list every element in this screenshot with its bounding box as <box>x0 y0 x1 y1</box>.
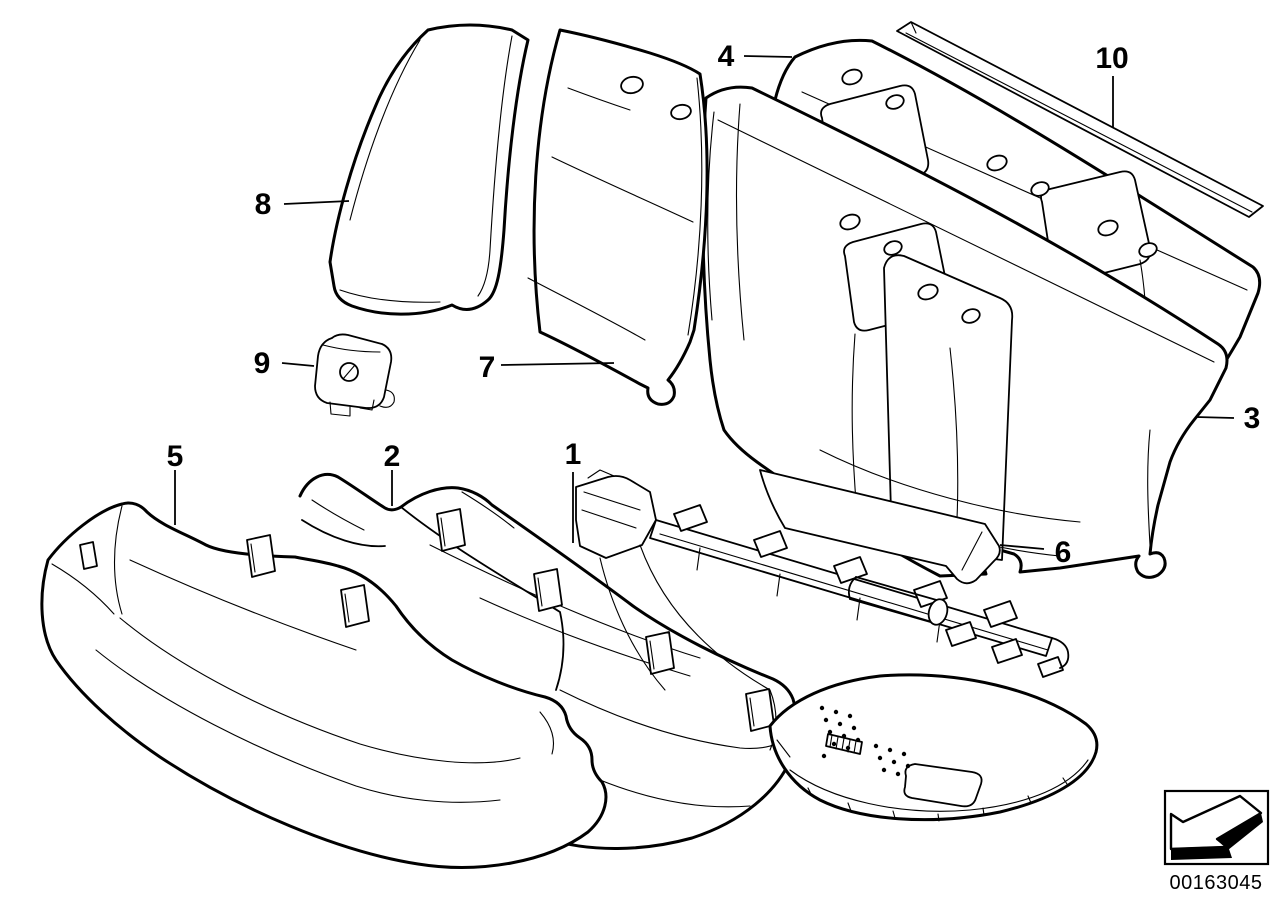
part7-details <box>527 75 703 341</box>
headrest-guide-hole <box>839 213 861 231</box>
part-8-side-bolster-drawing <box>328 23 530 316</box>
leader-line-8 <box>283 200 350 205</box>
callout-10[interactable]: 10 <box>1095 42 1129 128</box>
callout-3[interactable]: 3 <box>1195 402 1261 435</box>
headrest-guide-hole <box>1097 219 1119 237</box>
headrest-guide-hole <box>620 75 644 95</box>
callout-5[interactable]: 5 <box>167 440 184 525</box>
part-3-backrest-cover-front-drawing <box>701 85 1229 579</box>
part-10-trim-strip-drawing <box>896 21 1264 218</box>
image-id-plate: 00163045 <box>1163 789 1270 894</box>
callout-9[interactable]: 9 <box>254 347 315 380</box>
belt-slot <box>79 541 98 570</box>
callout-6[interactable]: 6 <box>999 536 1072 569</box>
part-label-8[interactable]: 8 <box>255 188 272 221</box>
pan-hole <box>903 763 983 808</box>
part-label-7[interactable]: 7 <box>479 351 496 384</box>
belt-slot <box>645 631 675 675</box>
pan-perforation-dots <box>819 705 911 777</box>
part-label-5[interactable]: 5 <box>167 440 184 473</box>
part-1-seat-frame-drawing <box>575 469 1099 822</box>
callout-1[interactable]: 1 <box>565 438 582 543</box>
leader-line-3 <box>1195 416 1235 419</box>
part8-outline <box>328 23 530 316</box>
part-label-10[interactable]: 10 <box>1095 42 1128 75</box>
frame-left-bracket <box>575 475 657 559</box>
part-label-3[interactable]: 3 <box>1244 402 1261 435</box>
part-label-2[interactable]: 2 <box>384 440 401 473</box>
callout-4[interactable]: 4 <box>718 40 793 73</box>
headrest-guide-hole <box>883 240 903 256</box>
callout-7[interactable]: 7 <box>479 351 615 384</box>
part-7-backrest-pad-drawing <box>527 28 709 406</box>
part2-details <box>301 491 789 808</box>
part9-details <box>322 344 395 417</box>
part6-inner-line <box>961 531 983 571</box>
part-label-1[interactable]: 1 <box>565 438 582 471</box>
part2-outline <box>298 472 800 850</box>
belt-slot <box>246 534 276 578</box>
part5-outline <box>40 501 608 869</box>
part6-outline <box>759 469 1001 585</box>
part-label-9[interactable]: 9 <box>254 347 271 380</box>
headrest-guide-hole <box>1030 181 1050 197</box>
headrest-guide-hole <box>670 103 692 121</box>
part-2-seat-cushion-drawing <box>298 472 800 850</box>
photo-direction-arrow-icon <box>1169 794 1263 860</box>
image-number: 00163045 <box>1170 872 1263 894</box>
part-5-seat-cushion-drawing <box>40 501 608 869</box>
part7-outline <box>532 28 709 406</box>
headrest-guide-hole <box>917 283 939 301</box>
part5-details <box>51 505 555 803</box>
belt-slot <box>436 508 466 552</box>
part-9-clip-drawing <box>314 333 395 417</box>
leader-line-4 <box>743 55 793 58</box>
headrest-guide-hole <box>885 94 905 110</box>
headrest-guide-hole <box>961 308 981 324</box>
part-label-4[interactable]: 4 <box>718 40 735 73</box>
headrest-guide-hole <box>1138 242 1158 258</box>
callout-8[interactable]: 8 <box>255 188 350 221</box>
part8-details <box>339 35 513 303</box>
frame-pan-outline <box>768 673 1099 822</box>
headrest-guide-hole <box>841 68 863 86</box>
belt-slot <box>533 568 563 612</box>
headrest-guide-hole <box>986 154 1008 172</box>
part2-fill <box>300 474 798 849</box>
callout-2[interactable]: 2 <box>384 440 401 506</box>
trim-strip-inner-line <box>905 32 1253 213</box>
leader-line-7 <box>500 362 615 366</box>
part-label-6[interactable]: 6 <box>1055 536 1072 569</box>
callouts-layer: 1 2 3 4 5 6 7 8 <box>167 40 1261 569</box>
frame-details <box>581 469 1099 822</box>
leader-line-9 <box>281 362 315 367</box>
belt-slot <box>340 584 370 628</box>
trim-strip-outline <box>896 21 1264 218</box>
trim-strip-endcap <box>910 21 917 34</box>
part3-center-section <box>883 254 1014 561</box>
part-6-backrest-panel-drawing <box>759 469 1001 585</box>
leader-line-6 <box>999 544 1045 550</box>
